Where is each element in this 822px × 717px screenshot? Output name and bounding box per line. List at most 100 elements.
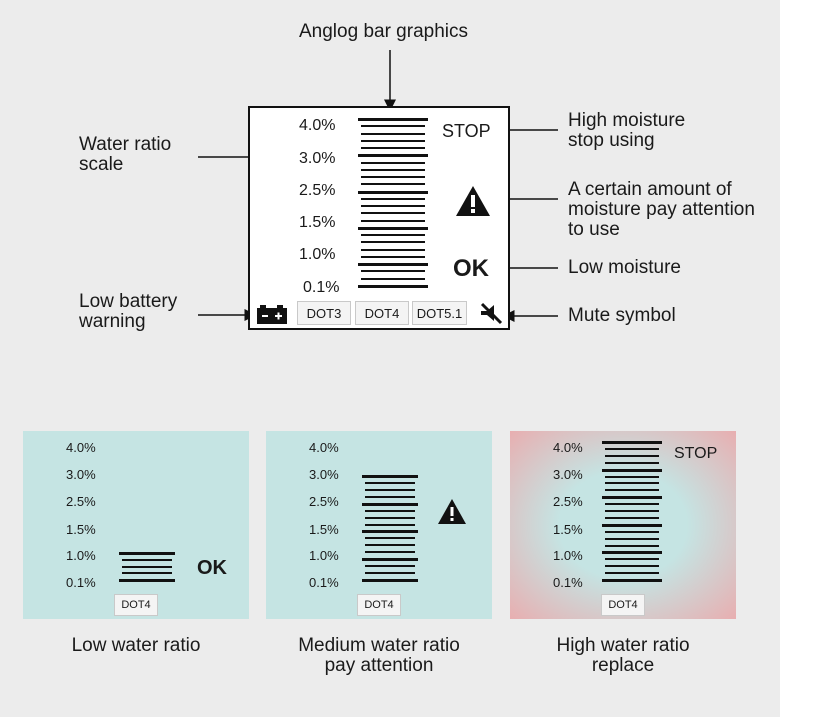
- bar-segment: [365, 496, 415, 498]
- bar-segment: [361, 162, 425, 164]
- bar-segment: [602, 441, 662, 444]
- bar-segment: [358, 227, 428, 230]
- bar-segment: [122, 559, 172, 561]
- panel-medium: 4.0% 3.0% 2.5% 1.5% 1.0% 0.1% DOT4: [266, 431, 492, 619]
- scale-label: 1.0%: [309, 548, 339, 563]
- analog-bar-label: Anglog bar graphics: [299, 21, 468, 42]
- bar-segment: [119, 579, 175, 582]
- caption-medium: Medium water ratio pay attention: [266, 636, 492, 676]
- bar-segment: [605, 572, 659, 574]
- bar-segment: [361, 140, 425, 142]
- panel-bar-graph: [362, 475, 418, 582]
- scale-label: 1.5%: [66, 522, 96, 537]
- caption-line: replace: [591, 655, 655, 676]
- certain-amount-label-3: to use: [568, 219, 620, 240]
- bar-segment: [361, 147, 425, 149]
- bar-segment: [365, 510, 415, 512]
- dot4-button[interactable]: DOT4: [357, 594, 401, 616]
- panel-bar-graph: [602, 441, 662, 582]
- bar-segment: [365, 489, 415, 491]
- bar-segment: [358, 154, 428, 157]
- bar-segment: [358, 118, 428, 121]
- mute-icon: [480, 302, 503, 325]
- high-moisture-label-1: High moisture: [568, 110, 686, 131]
- dot4-button[interactable]: DOT4: [355, 301, 409, 325]
- water-ratio-scale-label-2: scale: [79, 154, 124, 175]
- bar-segment: [122, 566, 172, 568]
- bar-segment: [605, 510, 659, 512]
- bar-segment: [605, 448, 659, 450]
- certain-amount-label-2: moisture pay attention: [568, 199, 755, 220]
- device-screen: 4.0% 3.0% 2.5% 1.5% 1.0% 0.1% STOP OK DO…: [248, 106, 510, 330]
- bar-segment: [362, 579, 418, 582]
- ok-text: OK: [197, 557, 227, 579]
- scale-label: 0.1%: [309, 575, 339, 590]
- stop-text: STOP: [442, 121, 491, 141]
- bar-segment: [361, 256, 425, 258]
- bar-segment: [362, 475, 418, 478]
- warning-triangle-icon: [438, 499, 466, 524]
- scale-label: 2.5%: [309, 494, 339, 509]
- bar-segment: [361, 125, 425, 127]
- diagram-canvas: Anglog bar graphics Water ratio scale Lo…: [0, 0, 780, 717]
- bar-segment: [605, 462, 659, 464]
- bar-segment: [119, 552, 175, 555]
- bar-segment: [361, 198, 425, 200]
- scale-label: 4.0%: [66, 440, 96, 455]
- bar-segment: [122, 572, 172, 574]
- bar-segment: [605, 531, 659, 533]
- scale-label: 1.0%: [299, 246, 336, 263]
- bar-segment: [605, 476, 659, 478]
- caption-high: High water ratio replace: [510, 636, 736, 676]
- bar-segment: [358, 285, 428, 288]
- bar-segment: [362, 503, 418, 506]
- high-moisture-label-2: stop using: [568, 130, 655, 151]
- scale-label: 4.0%: [553, 440, 583, 455]
- scale-label: 0.1%: [303, 279, 340, 296]
- bar-segment: [602, 551, 662, 554]
- water-ratio-scale-label-1: Water ratio: [79, 134, 172, 155]
- bar-segment: [358, 191, 428, 194]
- bar-segment: [361, 176, 425, 178]
- dot3-button[interactable]: DOT3: [297, 301, 351, 325]
- analog-bar-graph: [358, 118, 428, 288]
- bar-segment: [605, 482, 659, 484]
- scale-label: 0.1%: [66, 575, 96, 590]
- bar-segment: [358, 263, 428, 266]
- dot4-button[interactable]: DOT4: [601, 594, 645, 616]
- bar-segment: [605, 538, 659, 540]
- panel-high: 4.0% 3.0% 2.5% 1.5% 1.0% 0.1% STOP DOT4: [510, 431, 736, 619]
- scale-label: 1.0%: [66, 548, 96, 563]
- bar-segment: [362, 558, 418, 561]
- bar-segment: [361, 278, 425, 280]
- bar-segment: [365, 517, 415, 519]
- bar-segment: [605, 565, 659, 567]
- bar-segment: [605, 517, 659, 519]
- panel-low: 4.0% 3.0% 2.5% 1.5% 1.0% 0.1% OK DOT4: [23, 431, 249, 619]
- bar-segment: [602, 524, 662, 527]
- bar-segment: [361, 220, 425, 222]
- caption-low: Low water ratio: [23, 636, 249, 656]
- scale-label: 3.0%: [299, 150, 336, 167]
- bar-segment: [605, 503, 659, 505]
- bar-segment: [361, 205, 425, 207]
- bar-segment: [365, 572, 415, 574]
- low-battery-label-1: Low battery: [79, 291, 178, 312]
- mute-symbol-label: Mute symbol: [568, 305, 676, 326]
- bar-segment: [361, 212, 425, 214]
- scale-label: 4.0%: [309, 440, 339, 455]
- scale-label: 1.5%: [309, 522, 339, 537]
- scale-label: 3.0%: [66, 467, 96, 482]
- scale-label: 1.0%: [553, 548, 583, 563]
- scale-label: 3.0%: [309, 467, 339, 482]
- bar-segment: [361, 234, 425, 236]
- bar-segment: [361, 169, 425, 171]
- bar-segment: [602, 579, 662, 582]
- scale-label: 4.0%: [299, 117, 336, 134]
- bar-segment: [365, 482, 415, 484]
- dot4-button[interactable]: DOT4: [114, 594, 158, 616]
- bar-segment: [365, 524, 415, 526]
- scale-label: 2.5%: [553, 494, 583, 509]
- bar-segment: [605, 558, 659, 560]
- dot5-1-button[interactable]: DOT5.1: [412, 301, 467, 325]
